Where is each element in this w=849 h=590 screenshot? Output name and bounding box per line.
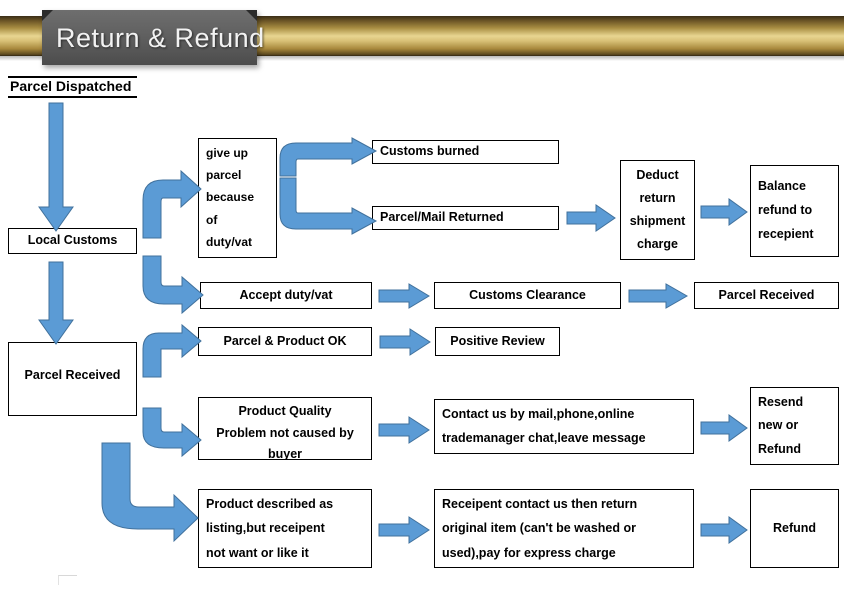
node-text-line: Balance bbox=[758, 179, 806, 194]
node-accept-duty-vat-label: Accept duty/vat bbox=[239, 287, 333, 302]
node-contact-us-label: Contact us by mail,phone,online trademana… bbox=[435, 403, 693, 449]
node-balance-refund: Balance refund to recepient bbox=[750, 165, 839, 257]
node-text-line: Contact us by mail,phone,online bbox=[442, 407, 635, 422]
arrow-product-ok-to-review bbox=[379, 328, 431, 356]
node-deduct-return-shipment-charge: Deduct return shipment charge bbox=[620, 160, 695, 260]
arrow-dispatched-to-local-customs bbox=[38, 102, 74, 233]
arrow-give-up-split bbox=[278, 137, 378, 235]
node-parcel-received-right: Parcel Received bbox=[694, 282, 839, 309]
node-text-line: Product Quality bbox=[238, 404, 332, 418]
node-resend-or-refund: Resend new or Refund bbox=[750, 387, 839, 465]
node-text-line: buyer bbox=[267, 447, 303, 460]
node-text-line: give up bbox=[206, 146, 249, 160]
node-resend-or-refund-label: Resend new or Refund bbox=[751, 391, 838, 460]
node-text-line: Resend bbox=[758, 395, 804, 410]
node-text-line: duty/vat bbox=[206, 234, 253, 249]
node-text-line: new or bbox=[758, 418, 799, 433]
node-product-described-label: Product described as listing,but receipen… bbox=[199, 492, 371, 565]
node-text-line: of bbox=[206, 212, 218, 227]
node-parcel-received-right-label: Parcel Received bbox=[718, 287, 815, 302]
arrow-deduct-to-balance bbox=[700, 198, 748, 226]
banner-shadow bbox=[0, 56, 844, 61]
node-text-line: shipment bbox=[629, 214, 686, 228]
arrow-accept-to-clearance bbox=[378, 283, 430, 309]
node-text-line: original item (can't be washed or bbox=[442, 521, 636, 536]
arrow-received-to-product-ok bbox=[137, 323, 203, 379]
node-positive-review-label: Positive Review bbox=[450, 333, 545, 348]
node-accept-duty-vat: Accept duty/vat bbox=[200, 282, 372, 309]
arrow-local-customs-to-parcel-received bbox=[38, 261, 74, 346]
arrow-contact-to-resend bbox=[700, 414, 748, 442]
arrow-returned-to-deduct bbox=[566, 204, 616, 232]
node-local-customs: Local Customs bbox=[8, 228, 137, 254]
page-banner: Return & Refund bbox=[0, 10, 849, 65]
node-text-line: charge bbox=[637, 237, 678, 252]
node-text-line: not want or like it bbox=[206, 545, 309, 560]
node-parcel-mail-returned: Parcel/Mail Returned bbox=[372, 206, 559, 230]
node-refund-label: Refund bbox=[772, 520, 817, 535]
node-text-line: trademanager chat,leave message bbox=[442, 430, 646, 445]
node-parcel-received-left-label: Parcel Received bbox=[24, 368, 121, 383]
arrow-described-to-receipent bbox=[378, 516, 430, 544]
arrow-received-to-product-described bbox=[94, 442, 200, 547]
node-text-line: Problem not caused by bbox=[216, 425, 354, 440]
arrow-receipent-to-refund bbox=[700, 516, 748, 544]
node-text-line: Deduct bbox=[636, 167, 679, 182]
arrow-clearance-to-parcel-received bbox=[628, 283, 689, 309]
node-text-line: Receipent contact us then return bbox=[442, 496, 638, 511]
node-customs-clearance: Customs Clearance bbox=[434, 282, 621, 309]
node-parcel-product-ok: Parcel & Product OK bbox=[198, 327, 372, 356]
arrow-quality-to-contact bbox=[378, 416, 430, 444]
node-deduct-return-shipment-charge-label: Deduct return shipment charge bbox=[621, 164, 694, 257]
banner-ribbon bbox=[42, 10, 257, 65]
node-refund: Refund bbox=[750, 489, 839, 568]
node-parcel-received-left: Parcel Received bbox=[8, 342, 137, 416]
ribbon-notch-right-icon bbox=[246, 10, 257, 21]
node-product-described: Product described as listing,but receipen… bbox=[198, 489, 372, 568]
page-artifact-mark bbox=[58, 575, 77, 585]
node-give-up-parcel-label: give up parcel because of duty/vat bbox=[199, 142, 276, 253]
node-customs-burned: Customs burned bbox=[372, 140, 559, 164]
arrow-received-to-quality-problem bbox=[137, 407, 203, 458]
node-local-customs-label: Local Customs bbox=[27, 233, 118, 248]
node-receipent-return: Receipent contact us then return original… bbox=[434, 489, 694, 568]
node-text-line: parcel bbox=[206, 168, 242, 183]
node-parcel-dispatched: Parcel Dispatched bbox=[8, 76, 137, 98]
node-parcel-product-ok-label: Parcel & Product OK bbox=[223, 333, 347, 348]
node-text-line: return bbox=[639, 190, 676, 205]
node-text-line: refund to bbox=[758, 203, 813, 218]
arrow-local-customs-to-accept-duty bbox=[137, 255, 205, 318]
ribbon-notch-left-icon bbox=[42, 10, 53, 21]
node-text-line: used),pay for express charge bbox=[442, 545, 616, 560]
node-contact-us: Contact us by mail,phone,online trademana… bbox=[434, 399, 694, 454]
node-text-line: Refund bbox=[758, 441, 802, 456]
node-text-line: listing,but receipent bbox=[206, 521, 325, 536]
node-text-line: because bbox=[206, 190, 255, 205]
node-receipent-return-label: Receipent contact us then return original… bbox=[435, 492, 693, 565]
node-parcel-mail-returned-label: Parcel/Mail Returned bbox=[380, 210, 504, 225]
node-positive-review: Positive Review bbox=[435, 327, 560, 356]
arrow-local-customs-to-give-up bbox=[137, 169, 203, 240]
node-balance-refund-label: Balance refund to recepient bbox=[751, 175, 838, 246]
node-text-line: Product described as bbox=[206, 496, 334, 511]
node-customs-burned-label: Customs burned bbox=[380, 144, 480, 159]
node-customs-clearance-label: Customs Clearance bbox=[469, 287, 586, 302]
node-parcel-dispatched-label: Parcel Dispatched bbox=[10, 78, 132, 95]
node-give-up-parcel: give up parcel because of duty/vat bbox=[198, 138, 277, 258]
page-title: Return & Refund bbox=[56, 23, 265, 53]
node-text-line: recepient bbox=[758, 226, 814, 241]
